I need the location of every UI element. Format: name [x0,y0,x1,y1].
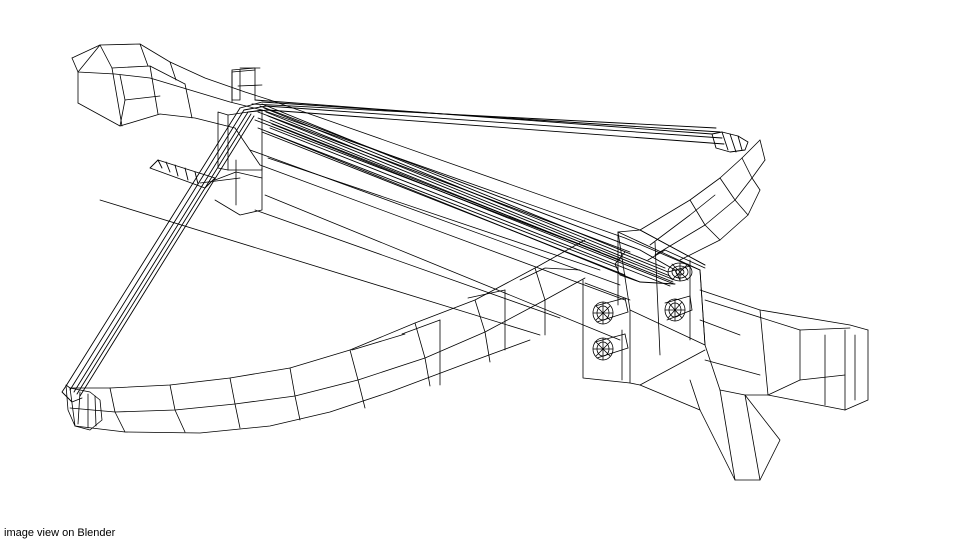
cylinder-middle-left [593,298,628,324]
nut-cylinders [593,263,692,360]
cylinder-middle-right [665,296,692,321]
cylinder-bottom-left [593,334,628,360]
stock-wireframe [72,44,868,480]
bowstring-wireframe [62,100,748,402]
bow-limb-wireframe [66,140,765,433]
cylinder-top-right [668,263,692,281]
bolt-wireframe [150,104,680,286]
image-caption: image view on Blender [4,527,116,539]
stirrup-wireframe [232,70,262,100]
